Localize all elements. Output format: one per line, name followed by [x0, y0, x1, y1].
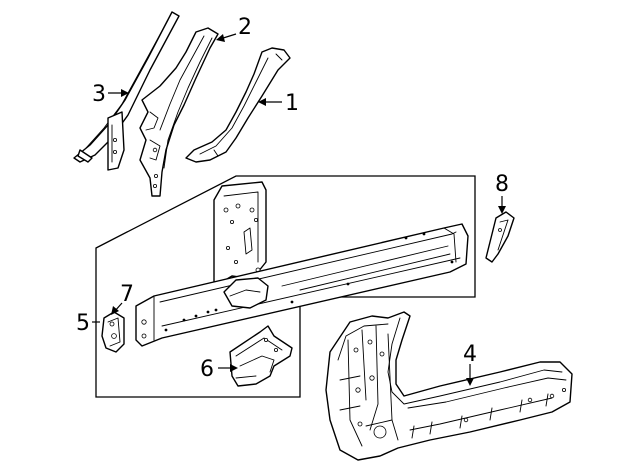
callout-4-number: 4 — [463, 342, 477, 367]
part-5-7-bracket[interactable] — [101, 311, 125, 353]
callout-2-number: 2 — [238, 15, 252, 40]
callout-4: 4 — [463, 342, 477, 386]
callout-5-number: 5 — [76, 311, 90, 336]
part-4-side-frame[interactable] — [325, 311, 573, 461]
callout-6: 6 — [200, 357, 238, 382]
part-8-bracket[interactable] — [485, 211, 515, 263]
callout-6-number: 6 — [200, 357, 214, 382]
callout-2: 2 — [216, 15, 252, 42]
callout-1-number: 1 — [285, 91, 299, 116]
callout-8: 8 — [495, 172, 509, 214]
callout-5: 5 — [76, 311, 100, 336]
callout-3-number: 3 — [92, 82, 106, 107]
part-2-pillar-inner[interactable] — [139, 27, 219, 197]
callout-7-number: 7 — [120, 282, 134, 307]
rocker-group-outline — [95, 175, 476, 398]
part-rocker-assembly[interactable] — [135, 181, 469, 347]
part-1-pillar-outer[interactable] — [185, 47, 291, 163]
part-6-bracket[interactable] — [229, 325, 293, 387]
callout-3: 3 — [92, 82, 129, 107]
callout-1: 1 — [258, 91, 299, 116]
part-3-pillar-trim[interactable] — [73, 11, 180, 171]
callout-8-number: 8 — [495, 172, 509, 197]
callout-7: 7 — [111, 282, 134, 315]
